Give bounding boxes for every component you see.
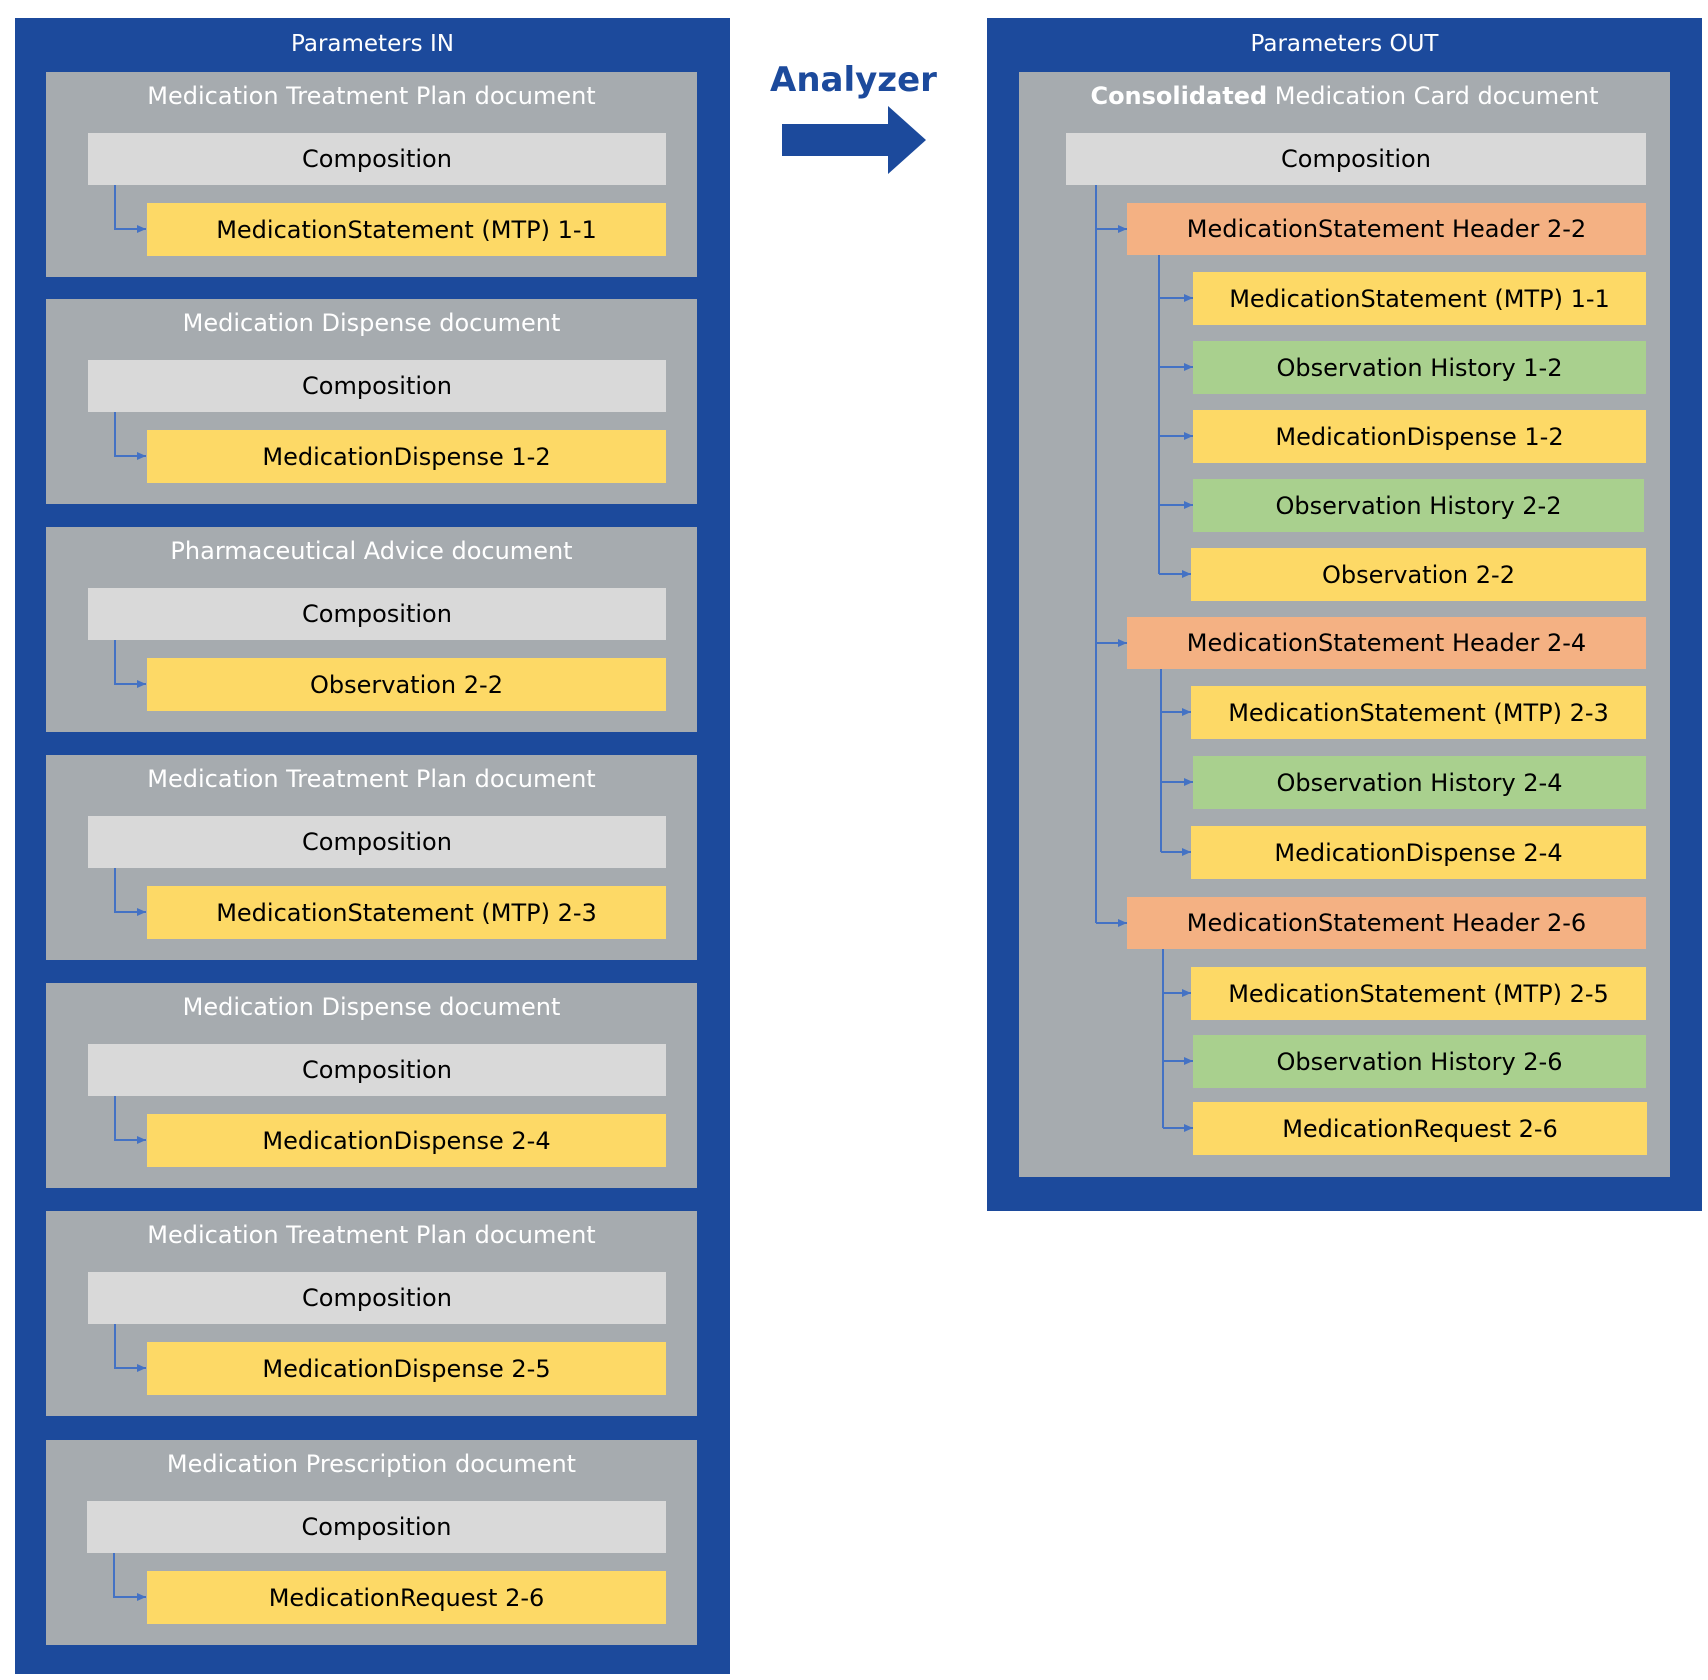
input-document: Medication Dispense document Composition… (46, 299, 697, 504)
composition-box: Composition (88, 1272, 666, 1324)
header-box: MedicationStatement Header 2-2 (1127, 203, 1646, 255)
header-box: MedicationStatement Header 2-6 (1127, 897, 1646, 949)
resource-box: MedicationDispense 1-2 (1193, 410, 1646, 463)
composition-box: Composition (88, 816, 666, 868)
title-bold: Consolidated (1090, 82, 1268, 110)
resource-box: Observation 2-2 (147, 658, 666, 711)
composition-box: Composition (88, 1044, 666, 1096)
title-rest: Medication Card document (1267, 82, 1599, 110)
composition-box: Composition (87, 1501, 666, 1553)
resource-box: MedicationStatement (MTP) 1-1 (1193, 272, 1646, 325)
analyzer-label: Analyzer (770, 60, 937, 100)
input-document-title: Medication Dispense document (182, 309, 561, 337)
composition-box: Composition (88, 133, 666, 185)
resource-box: MedicationStatement (MTP) 1-1 (147, 203, 666, 256)
consolidated-document-title: Consolidated Medication Card document (1019, 81, 1670, 111)
parameters-out-title: Parameters OUT (1250, 31, 1439, 57)
resource-box: MedicationDispense 1-2 (147, 430, 666, 483)
input-document: Medication Prescription document Composi… (46, 1440, 697, 1645)
resource-box: Observation History 2-4 (1193, 756, 1646, 809)
input-document-title: Medication Prescription document (166, 1450, 577, 1478)
input-document: Medication Treatment Plan document Compo… (46, 72, 697, 277)
input-document-title: Medication Dispense document (182, 993, 561, 1021)
input-document: Medication Treatment Plan document Compo… (46, 755, 697, 960)
resource-box: Observation History 2-6 (1193, 1035, 1646, 1088)
resource-box: MedicationStatement (MTP) 2-3 (147, 886, 666, 939)
input-document: Pharmaceutical Advice document Compositi… (46, 527, 697, 732)
resource-box: MedicationDispense 2-4 (147, 1114, 666, 1167)
resource-box: Observation 2-2 (1191, 548, 1646, 601)
input-document-title: Medication Treatment Plan document (147, 1221, 596, 1249)
resource-box: MedicationStatement (MTP) 2-3 (1191, 686, 1646, 739)
composition-box: Composition (88, 360, 666, 412)
input-document: Medication Dispense document Composition… (46, 983, 697, 1188)
resource-box: MedicationDispense 2-4 (1191, 826, 1646, 879)
right-arrow-icon (782, 106, 926, 174)
parameters-in-title: Parameters IN (291, 31, 454, 57)
input-document-title: Medication Treatment Plan document (147, 765, 596, 793)
resource-box: MedicationStatement (MTP) 2-5 (1191, 967, 1646, 1020)
resource-box: MedicationRequest 2-6 (1193, 1102, 1647, 1155)
resource-box: MedicationDispense 2-5 (147, 1342, 666, 1395)
resource-box: Observation History 1-2 (1193, 341, 1646, 394)
input-document-title: Pharmaceutical Advice document (170, 537, 573, 565)
header-box: MedicationStatement Header 2-4 (1127, 617, 1646, 669)
composition-box: Composition (1066, 133, 1646, 185)
resource-box: Observation History 2-2 (1193, 479, 1644, 532)
input-document: Medication Treatment Plan document Compo… (46, 1211, 697, 1416)
composition-box: Composition (88, 588, 666, 640)
input-document-title: Medication Treatment Plan document (147, 82, 596, 110)
resource-box: MedicationRequest 2-6 (147, 1571, 666, 1624)
